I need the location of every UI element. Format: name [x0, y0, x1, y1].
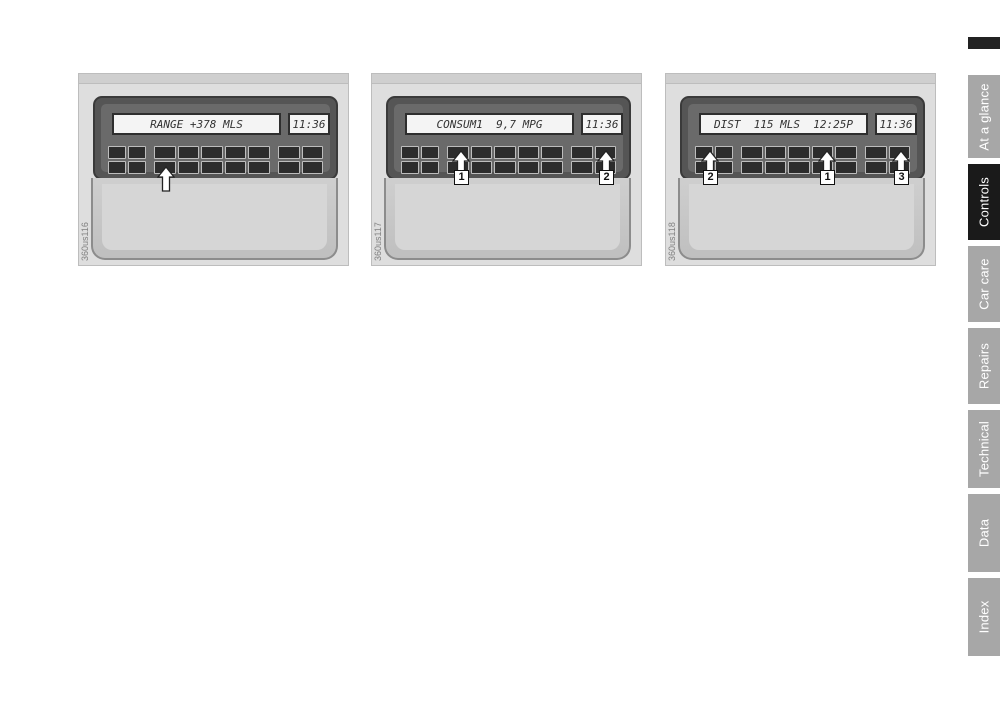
- callout-number: 3: [894, 170, 909, 185]
- figure-code: 360us117: [373, 222, 383, 261]
- function-key: [835, 161, 857, 174]
- on-board-computer-display: CONSUM1 9,7 MPG 11:36: [386, 96, 631, 180]
- function-key: [865, 161, 887, 174]
- storage-tray: [91, 178, 338, 260]
- callout-number: 1: [454, 170, 469, 185]
- function-key: [177, 146, 200, 159]
- on-board-computer-display: RANGE +378 MLS 11:36: [93, 96, 338, 180]
- figure-header-band: [666, 74, 935, 84]
- function-key: [571, 146, 593, 159]
- function-key: [517, 161, 540, 174]
- function-key: [541, 146, 563, 159]
- function-key: [470, 146, 493, 159]
- display-main-readout: RANGE +378 MLS: [112, 113, 281, 135]
- tab-index[interactable]: Index: [968, 578, 1000, 656]
- function-key: [177, 161, 200, 174]
- tab-label: Repairs: [976, 342, 992, 390]
- function-key: [248, 146, 270, 159]
- figure-distance: DIST 115 MLS 12:25P 11:36 2: [665, 73, 936, 266]
- function-key: [128, 146, 146, 159]
- function-key: [224, 161, 247, 174]
- tab-repairs[interactable]: Repairs: [968, 328, 1000, 404]
- tab-label: Technical: [976, 421, 992, 477]
- function-key: [788, 146, 810, 159]
- section-marker-bar: [968, 37, 1000, 49]
- figure-header-band: [79, 74, 348, 84]
- tab-car-care[interactable]: Car care: [968, 246, 1000, 322]
- function-key: [278, 146, 300, 159]
- tab-at-a-glance[interactable]: At a glance: [968, 75, 1000, 158]
- callout-number: 2: [703, 170, 718, 185]
- function-key: [301, 146, 323, 159]
- function-key: [835, 146, 857, 159]
- function-key: [201, 146, 223, 159]
- function-key: [301, 161, 323, 174]
- tab-technical[interactable]: Technical: [968, 410, 1000, 488]
- function-key: [764, 161, 787, 174]
- tab-label: Data: [976, 518, 992, 548]
- tab-label: Car care: [976, 258, 992, 310]
- function-key: [421, 146, 439, 159]
- function-keys: [695, 146, 910, 174]
- up-arrow-icon: [157, 166, 175, 192]
- figure-header-band: [372, 74, 641, 84]
- function-key: [494, 146, 516, 159]
- function-keys: [401, 146, 616, 174]
- figure-code: 360us116: [80, 222, 90, 261]
- function-key: [224, 146, 247, 159]
- callout-number: 1: [820, 170, 835, 185]
- figure-code: 360us118: [667, 222, 677, 261]
- function-key: [401, 161, 419, 174]
- function-key: [865, 146, 887, 159]
- function-key: [715, 161, 733, 174]
- storage-tray: [384, 178, 631, 260]
- tab-controls[interactable]: Controls: [968, 164, 1000, 240]
- display-main-readout: DIST 115 MLS 12:25P: [699, 113, 868, 135]
- display-clock: 11:36: [875, 113, 917, 135]
- figure-range: RANGE +378 MLS 11:36 360us116: [78, 73, 349, 266]
- function-key: [401, 146, 419, 159]
- function-key: [421, 161, 439, 174]
- function-key: [108, 146, 126, 159]
- display-clock: 11:36: [288, 113, 330, 135]
- tab-label: Controls: [976, 176, 992, 228]
- tab-label: Index: [976, 600, 992, 634]
- function-key: [715, 146, 733, 159]
- function-key: [764, 146, 787, 159]
- function-key: [741, 161, 763, 174]
- function-key: [248, 161, 270, 174]
- tab-data[interactable]: Data: [968, 494, 1000, 572]
- function-key: [108, 161, 126, 174]
- function-key: [741, 146, 763, 159]
- function-key: [541, 161, 563, 174]
- function-key: [788, 161, 810, 174]
- tab-label: At a glance: [976, 82, 992, 151]
- figure-consumption: CONSUM1 9,7 MPG 11:36 1: [371, 73, 642, 266]
- function-key: [470, 161, 493, 174]
- function-key: [154, 146, 176, 159]
- function-key: [571, 161, 593, 174]
- storage-tray: [678, 178, 925, 260]
- callout-number: 2: [599, 170, 614, 185]
- function-key: [128, 161, 146, 174]
- function-key: [517, 146, 540, 159]
- function-keys: [108, 146, 323, 174]
- display-clock: 11:36: [581, 113, 623, 135]
- function-key: [201, 161, 223, 174]
- function-key: [494, 161, 516, 174]
- display-main-readout: CONSUM1 9,7 MPG: [405, 113, 574, 135]
- function-key: [278, 161, 300, 174]
